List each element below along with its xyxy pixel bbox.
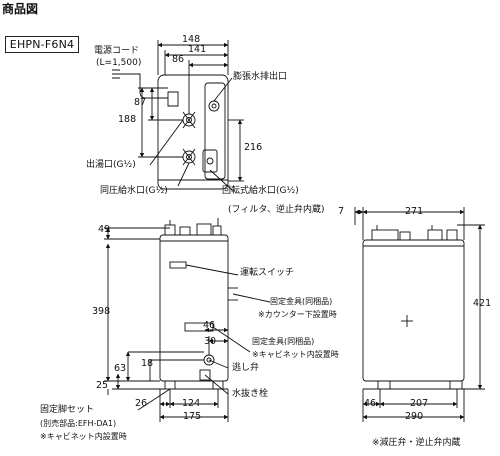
top-view-outline [157,74,229,190]
dim-46-side: 46 [364,398,377,409]
side-view-outline [362,225,465,390]
dim-421: 421 [473,298,492,309]
dim-141: 141 [188,44,207,55]
drain-plug-label: 水抜き栓 [232,389,269,399]
dim-188: 188 [118,114,137,125]
power-cord-label: 電源コード [94,46,140,56]
fixed-leg-set-label: 固定脚セット [40,405,95,415]
expansion-drain-label: 膨張水排出口 [233,72,288,82]
relief-valve-label: 逃し弁 [232,363,260,373]
rotary-inlet-note: (フィルタ、逆止弁内蔵) [228,205,325,215]
leg-cabinet-note: ※キャビネット内設置時 [40,432,127,441]
dim-7: 7 [338,206,345,217]
dim-124: 124 [182,398,201,409]
dim-46: 46 [203,320,216,331]
front-view-outline [159,218,238,390]
dim-148: 148 [182,34,201,45]
dim-87: 87 [134,97,147,108]
leg-option-label: (別売部品:EFH-DA1) [40,419,117,428]
page-title: 商品図 [2,2,39,16]
dim-398: 398 [92,306,111,317]
dim-271: 271 [405,206,424,217]
counter-install-note: ※カウンター下設置時 [258,310,337,319]
fixing-bracket-label-1: 固定金具(同梱品) [270,297,333,306]
dim-25: 25 [96,380,109,391]
dim-63: 63 [114,363,127,374]
dim-216: 216 [244,142,263,153]
dim-175: 175 [183,411,202,422]
dim-18: 18 [141,358,154,369]
hot-outlet-label: 出湯口(G½) [86,160,136,170]
dim-30: 30 [204,336,217,347]
dim-49: 49 [98,224,111,235]
rotary-inlet-fitting [202,149,218,173]
dim-290: 290 [405,411,424,422]
expansion-drain-fitting [208,100,220,112]
dim-86: 86 [172,54,185,65]
cabinet-install-note: ※キャビネット内設置時 [252,350,339,359]
model-number: EHPN-F6N4 [5,36,79,53]
rotary-inlet-label: 回転式給水口(G½) [222,186,299,196]
same-pressure-inlet-label: 同圧給水口(G½) [100,186,168,196]
dim-26: 26 [135,398,148,409]
side-footnote: ※減圧弁・逆止弁内蔵 [372,438,461,448]
fixing-bracket-label-2: 固定金具(同梱品) [252,337,315,346]
dim-207: 207 [410,398,429,409]
run-switch-label: 運転スイッチ [240,268,295,278]
cord-length-label: (L=1,500) [96,58,142,68]
